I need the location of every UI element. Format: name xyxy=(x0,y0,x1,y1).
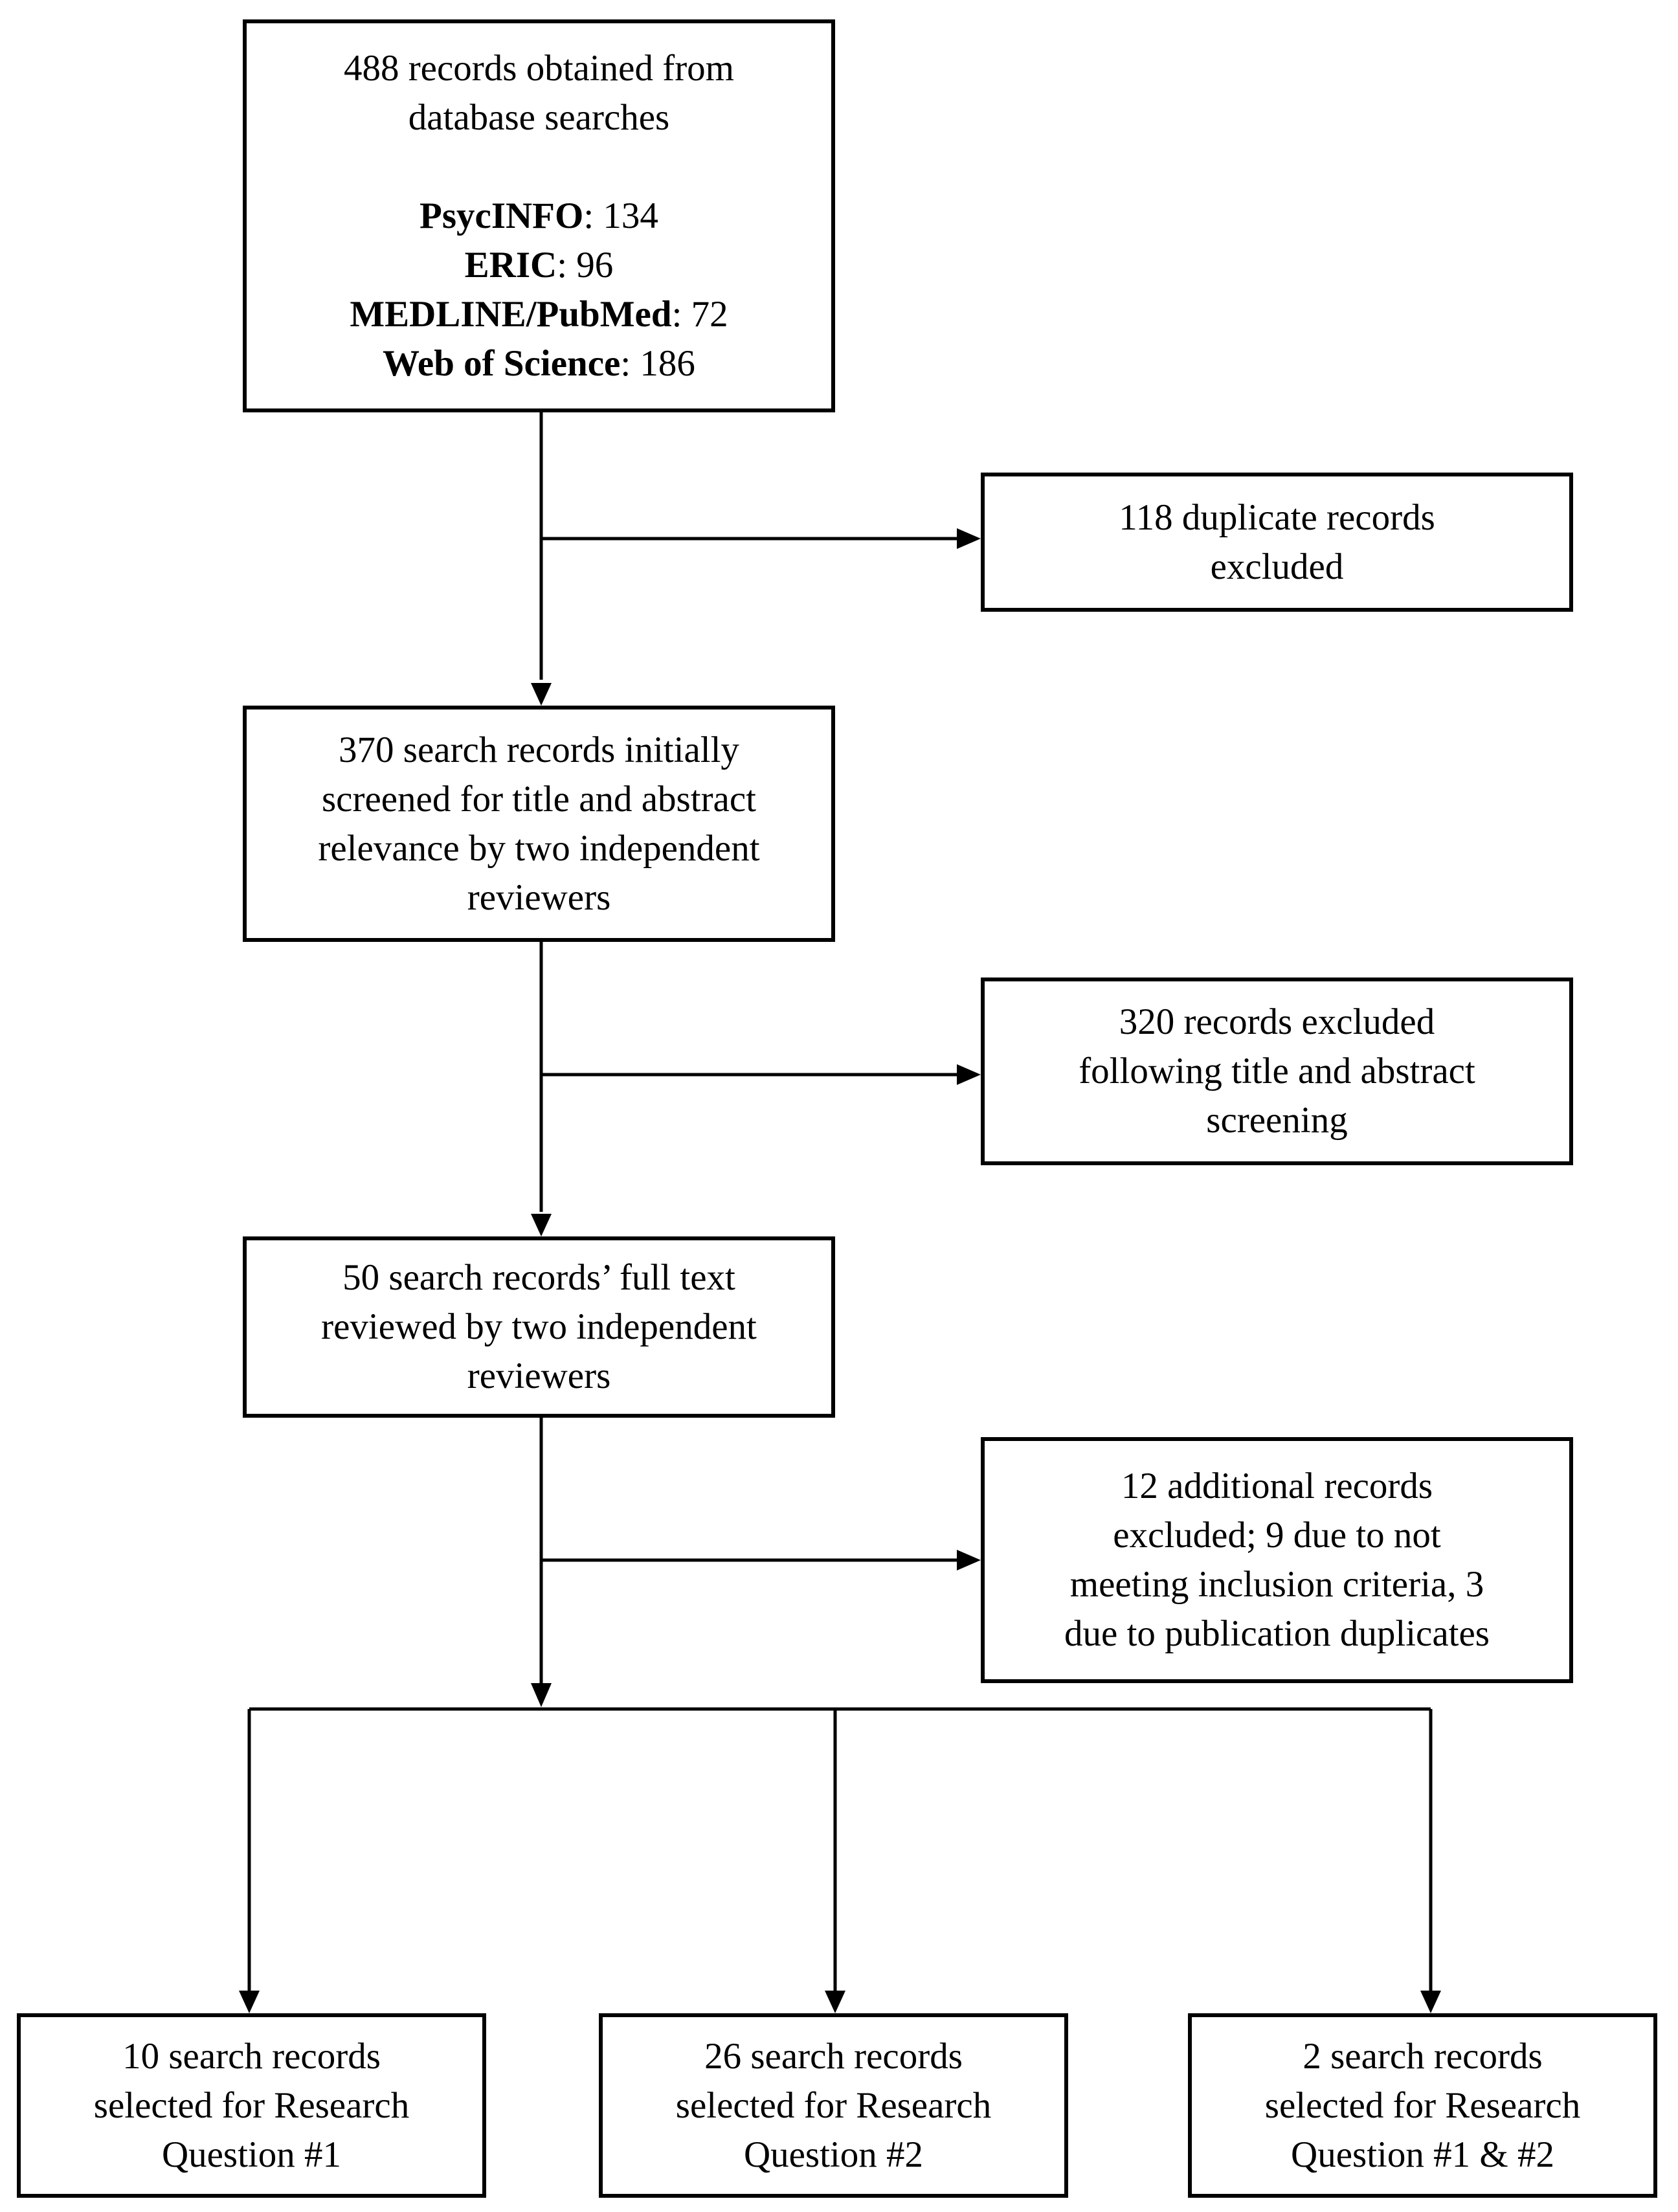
title-exclusion-line-1: 320 records excluded xyxy=(1119,1001,1435,1042)
arrowhead-fulltext xyxy=(531,1214,552,1236)
rq1-line-3: Question #1 xyxy=(161,2134,342,2175)
arrowhead-rq2 xyxy=(825,1991,845,2013)
start-line-2: database searches xyxy=(408,96,670,138)
duplicates-excluded-box: 118 duplicate records excluded xyxy=(981,473,1573,612)
spacer xyxy=(344,142,734,192)
database-web-of-science: Web of Science: 186 xyxy=(344,339,734,388)
database-name: PsycINFO xyxy=(420,195,584,236)
rq12-line-1: 2 search records xyxy=(1303,2035,1543,2077)
arrowhead-rq12 xyxy=(1420,1991,1441,2013)
records-obtained-box: 488 records obtained from database searc… xyxy=(243,19,835,412)
database-psycinfo: PsycINFO: 134 xyxy=(344,192,734,241)
rq2-line-1: 26 search records xyxy=(704,2035,963,2077)
start-line-1: 488 records obtained from xyxy=(343,47,735,89)
screening-line-2: screened for title and abstract xyxy=(321,778,756,820)
fulltext-line-3: reviewers xyxy=(467,1356,611,1396)
database-medline: MEDLINE/PubMed: 72 xyxy=(344,290,734,339)
title-abstract-exclusion-box: 320 records excluded following title and… xyxy=(981,978,1573,1165)
additional-exclusion-box: 12 additional records excluded; 9 due to… xyxy=(981,1437,1573,1683)
database-count: : 96 xyxy=(557,244,614,285)
rq1-line-1: 10 search records xyxy=(122,2035,381,2077)
rq12-line-3: Question #1 & #2 xyxy=(1291,2134,1554,2175)
duplicates-line-2: excluded xyxy=(1210,546,1344,587)
rq2-line-3: Question #2 xyxy=(743,2134,924,2175)
rq1-line-2: selected for Research xyxy=(93,2084,410,2126)
title-exclusion-line-2: following title and abstract xyxy=(1079,1051,1475,1091)
screening-line-4: reviewers xyxy=(467,877,611,918)
database-count: : 186 xyxy=(620,342,695,384)
full-text-review-box: 50 search records’ full text reviewed by… xyxy=(243,1236,835,1418)
research-question-2-box: 26 search records selected for Research … xyxy=(599,2013,1068,2198)
research-question-1-box: 10 search records selected for Research … xyxy=(17,2013,486,2198)
additional-exclusion-line-4: due to publication duplicates xyxy=(1064,1613,1490,1654)
duplicates-line-1: 118 duplicate records xyxy=(1119,497,1435,538)
fulltext-line-1: 50 search records’ full text xyxy=(342,1257,735,1298)
rq2-line-2: selected for Research xyxy=(675,2084,992,2126)
screening-line-1: 370 search records initially xyxy=(339,729,739,770)
arrowhead-duplicates xyxy=(957,528,981,549)
database-count: : 72 xyxy=(671,293,728,335)
screening-line-3: relevance by two independent xyxy=(318,827,760,869)
database-count: : 134 xyxy=(583,195,658,236)
database-name: MEDLINE/PubMed xyxy=(350,293,672,335)
arrowhead-rq1 xyxy=(239,1991,260,2013)
additional-exclusion-line-2: excluded; 9 due to not xyxy=(1113,1515,1441,1556)
additional-exclusion-line-1: 12 additional records xyxy=(1121,1466,1433,1506)
arrowhead-split xyxy=(531,1683,552,1707)
research-question-1-and-2-box: 2 search records selected for Research Q… xyxy=(1188,2013,1657,2198)
fulltext-line-2: reviewed by two independent xyxy=(321,1306,757,1347)
arrowhead-additional-exclusion xyxy=(957,1550,981,1570)
arrowhead-title-exclusion xyxy=(957,1064,981,1085)
database-eric: ERIC: 96 xyxy=(344,241,734,290)
arrowhead-screening xyxy=(531,683,552,706)
rq12-line-2: selected for Research xyxy=(1264,2084,1581,2126)
database-name: Web of Science xyxy=(383,342,621,384)
database-name: ERIC xyxy=(464,244,557,285)
additional-exclusion-line-3: meeting inclusion criteria, 3 xyxy=(1069,1564,1484,1605)
title-abstract-screening-box: 370 search records initially screened fo… xyxy=(243,706,835,942)
title-exclusion-line-3: screening xyxy=(1206,1100,1348,1141)
